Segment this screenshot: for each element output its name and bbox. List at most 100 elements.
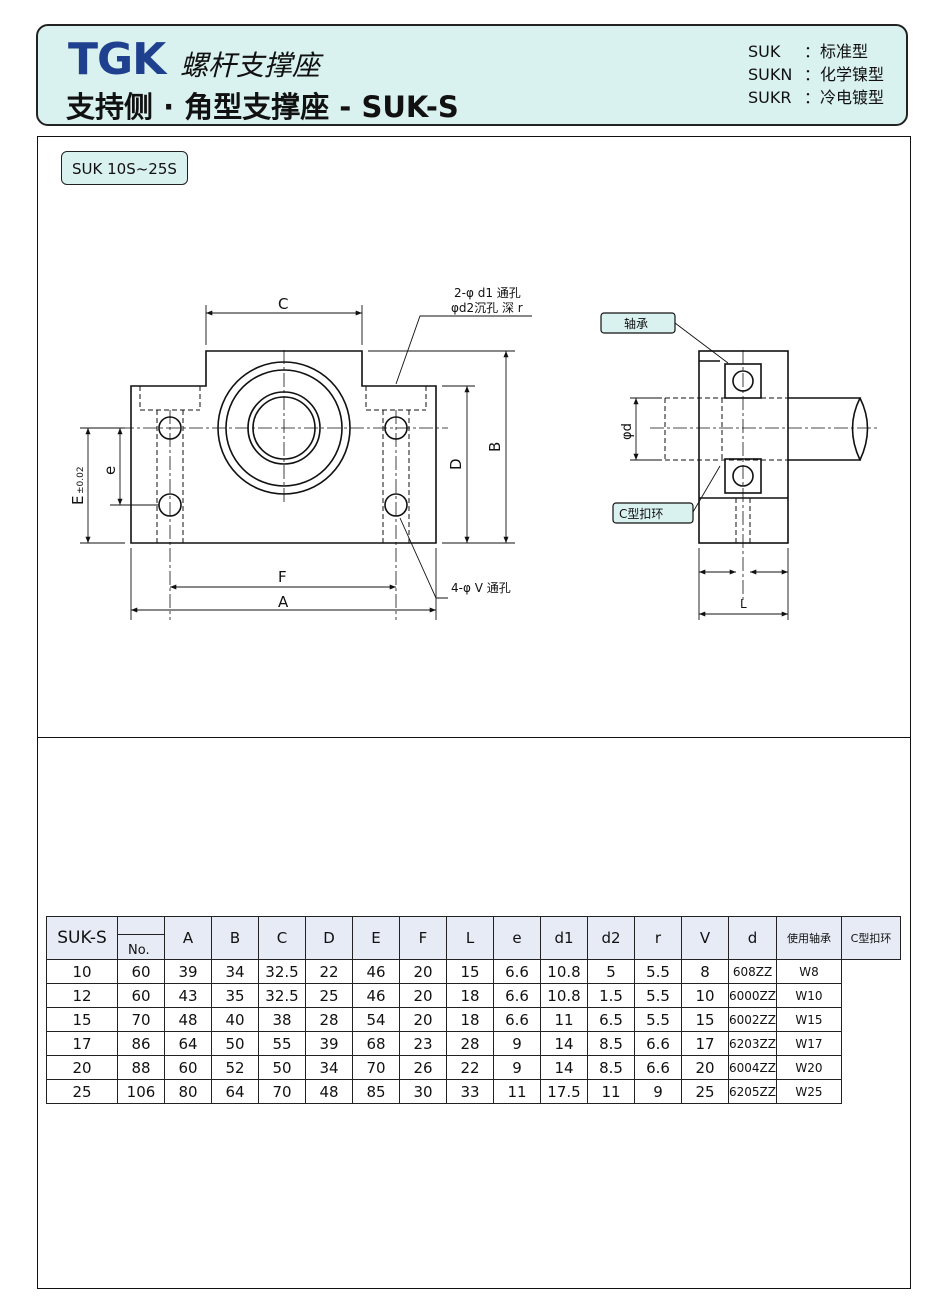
dim-label-F: F <box>278 568 287 586</box>
table-cell: 46 <box>352 959 400 984</box>
variant-row: SUK ：标准型 <box>748 40 884 63</box>
column-header: d1 <box>540 916 588 960</box>
table-cell: 39 <box>164 959 212 984</box>
dim-label-d: φd <box>620 423 635 440</box>
table-cell: 20 <box>399 959 447 984</box>
column-header: A <box>164 916 212 960</box>
side-dimension-lines <box>630 322 789 620</box>
table-cell: 64 <box>164 1031 212 1056</box>
variant-code: SUK <box>747 42 781 61</box>
column-header: 使用轴承 <box>775 916 842 960</box>
column-header: B <box>211 916 259 960</box>
table-cell: 28 <box>305 1007 353 1032</box>
table-cell: W20 <box>775 1055 842 1080</box>
variant-row: SUKN ：化学镍型 <box>748 63 884 86</box>
table-cell: 60 <box>164 1055 212 1080</box>
table-cell: 85 <box>352 1079 400 1104</box>
table-cell: 43 <box>164 983 212 1008</box>
table-cell: 15 <box>681 1007 729 1032</box>
drawing-frame <box>37 136 911 1289</box>
table-cell: 70 <box>352 1055 400 1080</box>
table-cell: 9 <box>634 1079 682 1104</box>
table-cell: 54 <box>352 1007 400 1032</box>
table-cell: 25 <box>681 1079 729 1104</box>
row-model-number: 25 <box>46 1079 118 1104</box>
table-cell: 11 <box>587 1079 635 1104</box>
table-cell: 6205ZZ <box>728 1079 777 1104</box>
table-cell: 23 <box>399 1031 447 1056</box>
table-cell: 88 <box>117 1055 165 1080</box>
variant-desc: ：冷电镀型 <box>803 88 884 107</box>
table-cell: 5.5 <box>634 959 682 984</box>
dim-label-E-tolerance: ±0.02 <box>76 466 86 494</box>
table-cell: 11 <box>493 1079 541 1104</box>
table-cell: 6.6 <box>493 959 541 984</box>
column-header: L <box>446 916 494 960</box>
side-center-lines <box>650 350 880 600</box>
table-cell: 50 <box>258 1055 306 1080</box>
table-cell: 10.8 <box>540 983 588 1008</box>
row-model-number: 15 <box>46 1007 118 1032</box>
table-cell: 10.8 <box>540 959 588 984</box>
table-cell: 5 <box>587 959 635 984</box>
table-cell: 6.6 <box>634 1031 682 1056</box>
table-cell: 46 <box>352 983 400 1008</box>
table-cell: 50 <box>211 1031 259 1056</box>
table-cell: 32.5 <box>258 983 306 1008</box>
table-cell: 33 <box>446 1079 494 1104</box>
variant-row: SUKR ：冷电镀型 <box>748 86 884 109</box>
side-hidden-lines <box>664 397 788 543</box>
column-header: C型扣环 <box>840 916 901 960</box>
table-cell: 39 <box>305 1031 353 1056</box>
column-header: r <box>634 916 682 960</box>
variant-code: SUKN <box>747 65 793 84</box>
product-title: 支持侧 · 角型支撑座 - SUK-S <box>66 90 459 124</box>
brand-logo: TGK <box>68 34 166 85</box>
spec-table: SUK-S No. A B C D E F L e d1 d2 r V d 使用… <box>46 916 901 1104</box>
variant-list: SUK ：标准型 SUKN ：化学镍型 SUKR ：冷电镀型 <box>748 40 884 109</box>
dimension-lines <box>80 305 532 620</box>
table-cell: 48 <box>164 1007 212 1032</box>
table-cell: 5.5 <box>634 1007 682 1032</box>
row-model-number: 12 <box>46 983 118 1008</box>
table-cell: 1.5 <box>587 983 635 1008</box>
table-cell: 35 <box>211 983 259 1008</box>
front-view <box>130 350 437 544</box>
table-cell: 608ZZ <box>728 959 777 984</box>
table-cell: 10 <box>681 983 729 1008</box>
table-cell: W10 <box>775 983 842 1008</box>
column-header: E <box>352 916 400 960</box>
table-cell: 34 <box>305 1055 353 1080</box>
table-cell: 68 <box>352 1031 400 1056</box>
dim-label-B: B <box>486 442 504 452</box>
table-cell: 22 <box>446 1055 494 1080</box>
table-cell: 26 <box>399 1055 447 1080</box>
dimension-labels: C F A B D E ±0.02 e 2-φ d1 通孔 φd2沉孔 深 r … <box>69 286 523 611</box>
table-cell: 32.5 <box>258 959 306 984</box>
technical-drawing: C F A B D E ±0.02 e 2-φ d1 通孔 φd2沉孔 深 r … <box>69 286 880 620</box>
table-header-row: SUK-S No. A B C D E F L e d1 d2 r V d 使用… <box>46 916 901 960</box>
row-model-number: 17 <box>46 1031 118 1056</box>
table-cell: 55 <box>258 1031 306 1056</box>
table-cell: 70 <box>117 1007 165 1032</box>
row-model-number: 10 <box>46 959 118 984</box>
column-header: d <box>728 916 777 960</box>
variant-desc: ：标准型 <box>803 42 868 61</box>
table-cell: 8.5 <box>587 1055 635 1080</box>
table-cell: 86 <box>117 1031 165 1056</box>
dim-label-C: C <box>278 295 288 313</box>
table-cell: 80 <box>164 1079 212 1104</box>
table-cell: 6.6 <box>493 1007 541 1032</box>
table-cell: 34 <box>211 959 259 984</box>
table-cell: 48 <box>305 1079 353 1104</box>
dim-label-e: e <box>101 466 119 475</box>
table-cell: 6203ZZ <box>728 1031 777 1056</box>
table-cell: 70 <box>258 1079 306 1104</box>
table-cell: 18 <box>446 983 494 1008</box>
table-cell: 20 <box>399 1007 447 1032</box>
table-cell: 20 <box>681 1055 729 1080</box>
dim-label-L: L <box>740 597 747 611</box>
